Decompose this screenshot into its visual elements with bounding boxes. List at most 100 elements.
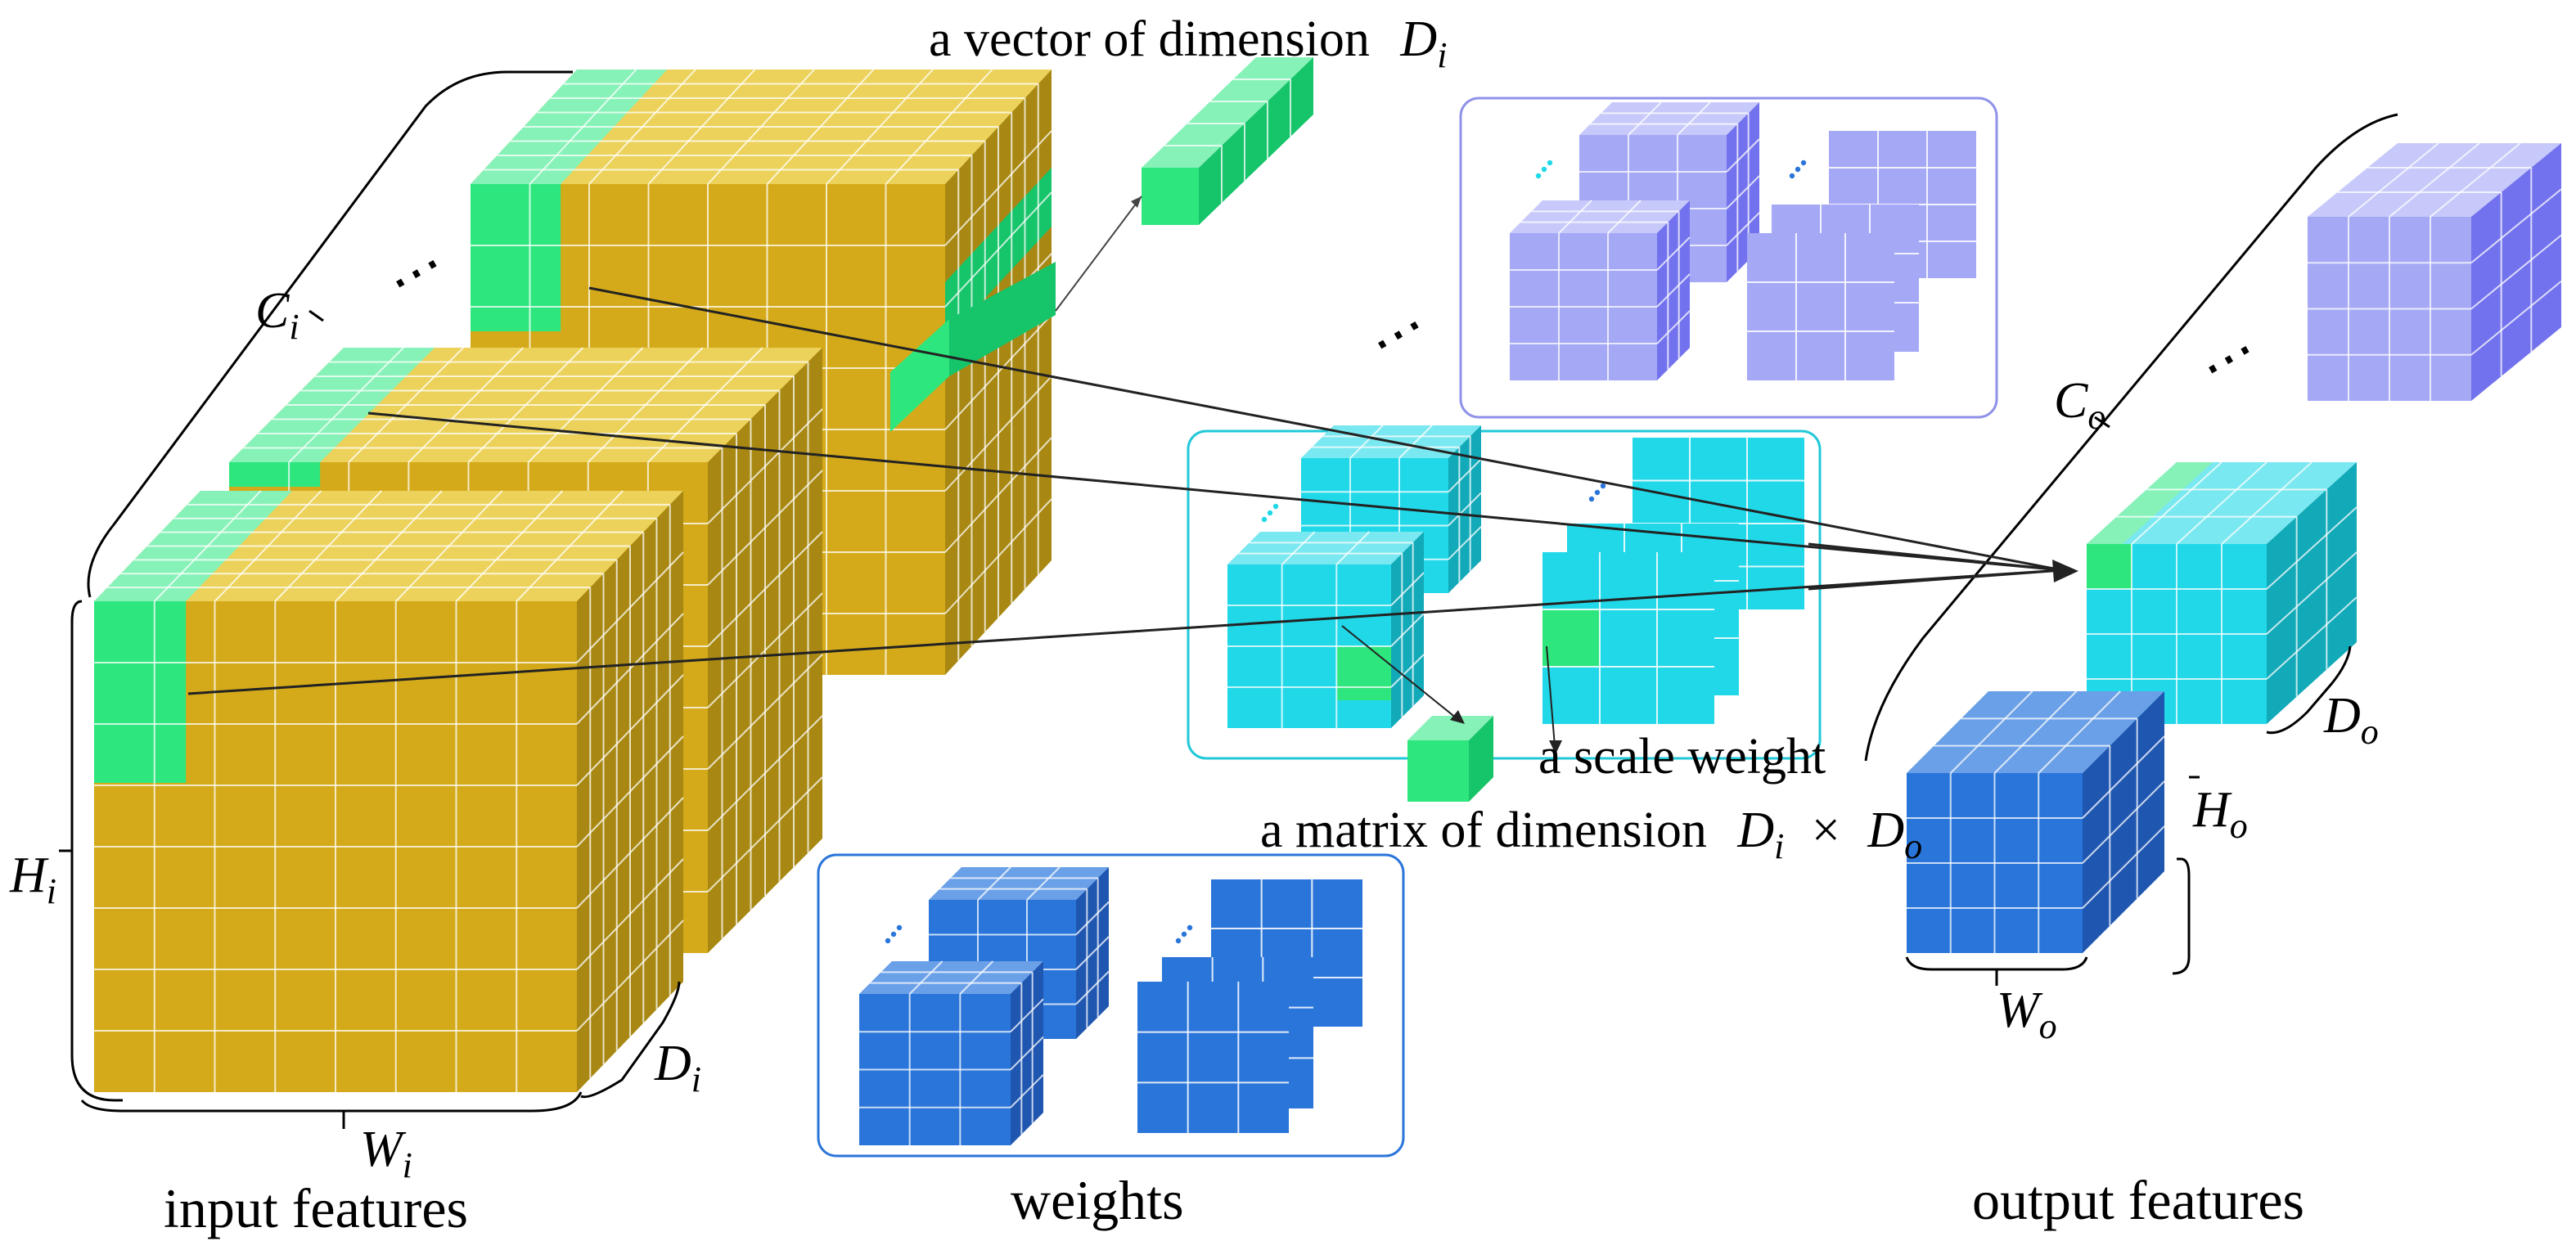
vector-bar-cube-front — [1142, 168, 1199, 225]
vector-bar — [1142, 57, 1313, 225]
output-weights-box — [1459, 97, 1998, 419]
vector-of-dimension-text: a vector of dimension — [929, 11, 1370, 67]
arrow-5 — [1808, 569, 2063, 591]
weight-plane-3-face — [1137, 982, 1289, 1133]
input-features-label: input features — [164, 1177, 468, 1239]
matrix-of-dimension-label: a matrix of dimension Di × Do — [1260, 803, 1922, 870]
matrix-cube-front — [1227, 531, 1425, 728]
weight-plane-3 — [1137, 982, 1289, 1133]
wi-symbol: Wi — [360, 1122, 412, 1185]
arrows — [187, 286, 2078, 754]
scale-weight-label: a scale weight — [1538, 729, 1826, 785]
scale-pointer — [1546, 645, 1556, 747]
input-cube-2-hi-0 — [229, 462, 321, 487]
input-cube-1-hi-0 — [94, 601, 187, 783]
arrow-3 — [187, 569, 2063, 695]
purple-plane-3 — [1747, 233, 1894, 380]
matrix-dots-1 — [1261, 503, 1279, 523]
output-cube-cyan — [2087, 461, 2358, 724]
arrow-4 — [1808, 542, 2063, 572]
matrix-d-symbol-2: D — [1867, 803, 1904, 858]
matrix-cube-front-grid — [1227, 531, 1425, 728]
matrix-d-sub-1: i — [1774, 826, 1784, 866]
vector-bar-cube-grid — [1164, 79, 1291, 203]
arrow-head — [2052, 560, 2078, 582]
output-cube-purple — [2308, 142, 2562, 401]
weight-cube-front-grid — [859, 960, 1044, 1145]
vector-bar-cube — [1142, 57, 1313, 225]
weight-cube-front-top — [859, 961, 1043, 994]
purple-dots-2 — [1789, 160, 1807, 179]
wo-brace — [1905, 956, 2088, 971]
input-cube-3-hi-0 — [471, 184, 561, 331]
matrix-pointer — [1341, 625, 1457, 719]
do-symbol: Do — [2323, 688, 2379, 752]
purple-cube-back-top — [1579, 102, 1759, 135]
do-brace — [2266, 645, 2352, 735]
matrix-of-dimension-text: a matrix of dimension — [1260, 803, 1707, 858]
di-symbol: Di — [654, 1036, 701, 1099]
ho-symbol: Ho — [2192, 782, 2248, 846]
weight-cube-front — [859, 960, 1044, 1145]
matrix-pointer-head — [1450, 710, 1465, 724]
arrow-2 — [367, 411, 2063, 572]
matrix-plane-3 — [1542, 552, 1714, 724]
ho-brace — [2172, 857, 2191, 975]
output-cube-blue — [1907, 690, 2165, 953]
ci-brace-tick — [308, 309, 324, 322]
weights-label: weights — [1011, 1169, 1184, 1231]
matrix-box — [1187, 429, 1822, 760]
input-braces — [59, 70, 681, 1129]
vector-bar-cube-side — [1199, 57, 1313, 225]
small-ellipses — [885, 160, 1807, 944]
weights-dots-1 — [885, 924, 903, 944]
vector-d-sub: i — [1437, 35, 1447, 75]
output-cube-purple-grid — [2308, 142, 2562, 401]
vector-pointer — [1055, 196, 1142, 312]
input-cube-3-side-highlight-b — [949, 262, 1056, 376]
co-brace-tick — [2094, 416, 2110, 429]
ci-brace — [87, 70, 573, 598]
weights-dots-2 — [1175, 924, 1193, 944]
purple-dots-1 — [1535, 160, 1553, 179]
vector-d-symbol: D — [1399, 11, 1437, 67]
wo-symbol: Wo — [1997, 982, 2057, 1046]
vector-bar-cube-top — [1142, 57, 1313, 168]
scale-pointer-head — [1549, 740, 1562, 754]
matrix-cube-front-hi-0 — [1337, 646, 1391, 700]
input-cube-1 — [94, 490, 684, 1092]
hi-brace — [70, 600, 123, 1102]
matrix-small-cube-front — [1407, 740, 1469, 802]
ci-symbol: Ci — [255, 283, 299, 347]
matrix-cube-front-top — [1227, 532, 1424, 564]
output-cube-blue-grid — [1907, 690, 2165, 953]
matrix-dots-2 — [1588, 483, 1606, 502]
matrix-d-sub-2: o — [1904, 826, 1922, 866]
weight-cubes — [859, 866, 1362, 1145]
input-cube-1-grid — [94, 490, 684, 1092]
matrix-small-cube — [1407, 716, 1493, 802]
input-cube-3-side-highlight — [890, 319, 949, 432]
matrix-times: × — [1812, 803, 1840, 858]
matrix-small-cube-side — [1469, 716, 1493, 802]
input-feature-maps — [94, 69, 1056, 1092]
matrix-small-cube-top — [1407, 716, 1493, 740]
wi-brace — [80, 1091, 583, 1113]
matrix-d-symbol-1: D — [1736, 803, 1774, 858]
co-brace — [1864, 113, 2398, 762]
vector-of-dimension-label: a vector of dimension Di — [929, 11, 1447, 75]
ellipsis-input: ⋯ — [376, 232, 456, 313]
purple-cubes — [1510, 101, 1976, 380]
matrix-cubes — [1227, 425, 1804, 802]
purple-plane-3-face — [1747, 233, 1894, 380]
purple-cube-front — [1510, 200, 1691, 380]
output-feature-maps — [1907, 142, 2562, 953]
hi-symbol: Hi — [9, 848, 56, 911]
co-symbol: Co — [2054, 373, 2105, 437]
output-features-label: output features — [1972, 1169, 2304, 1231]
di-brace — [580, 981, 681, 1099]
weight-cube-back-top — [929, 867, 1109, 900]
arrow-1 — [588, 286, 2063, 572]
purple-cube-front-top — [1510, 200, 1690, 233]
